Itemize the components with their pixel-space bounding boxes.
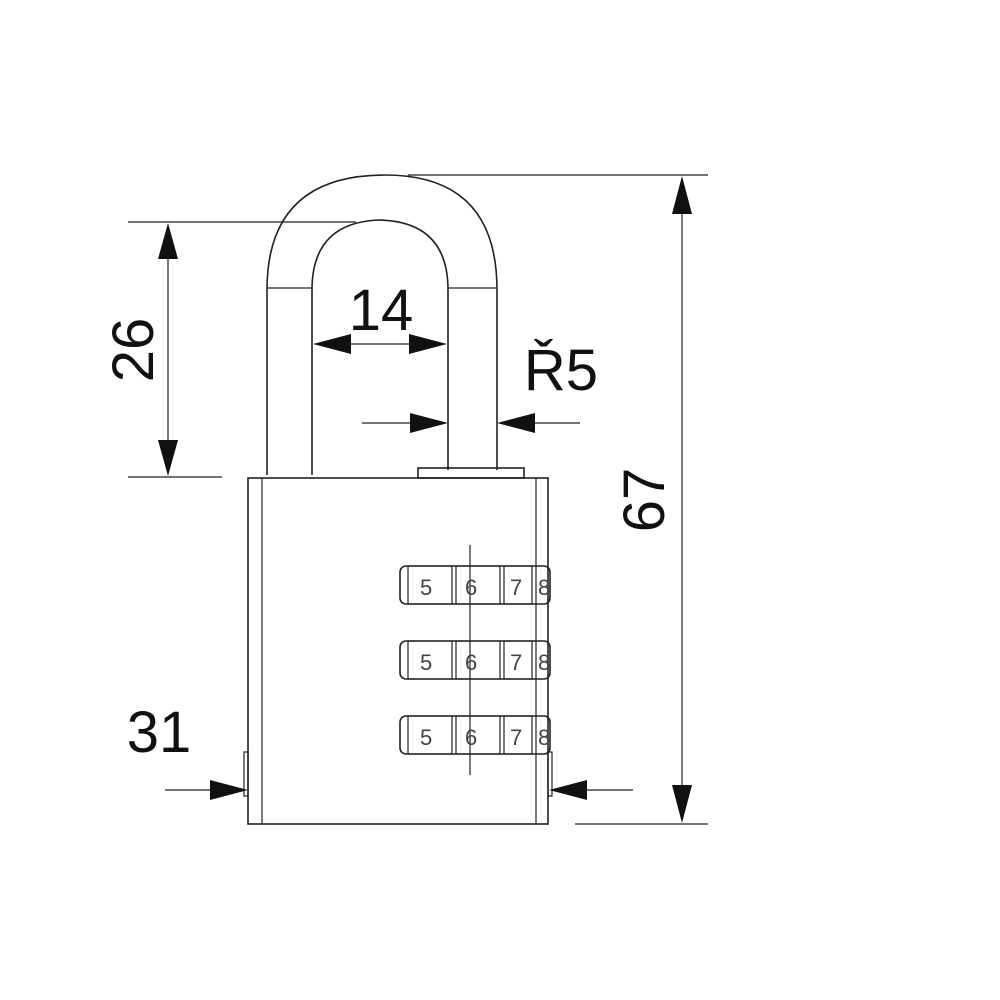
shackle-radius-label: Ř5 [524, 338, 598, 403]
dial-digit: 8 [538, 650, 550, 675]
dial-digit: 5 [420, 725, 432, 750]
dial-digit: 6 [465, 650, 477, 675]
dial-row-2[interactable]: 5 6 7 8 [399, 640, 551, 680]
dial-row-1[interactable]: 5 6 7 8 [399, 565, 551, 605]
inner-width-label: 14 [349, 278, 414, 343]
dimension-body-width: 31 [127, 700, 633, 800]
dimension-inner-width: 14 [313, 278, 447, 354]
dial-digit: 5 [420, 650, 432, 675]
lock-body [243, 467, 553, 825]
dial-digit: 6 [465, 575, 477, 600]
shackle-height-label: 26 [101, 318, 166, 383]
dial-digit: 7 [510, 725, 522, 750]
dial-digit: 7 [510, 650, 522, 675]
shackle [266, 174, 498, 475]
dimension-total-height: 67 [408, 174, 708, 825]
dimension-shackle-height: 26 [101, 221, 356, 478]
dial-digit: 8 [538, 575, 550, 600]
dimension-shackle-thickness: Ř5 [362, 338, 598, 433]
total-height-label: 67 [612, 468, 677, 533]
dial-digit: 5 [420, 575, 432, 600]
body-width-label: 31 [127, 700, 192, 765]
dial-digit: 8 [538, 725, 550, 750]
dial-row-3[interactable]: 5 6 7 8 [399, 715, 551, 755]
dial-digit: 6 [465, 725, 477, 750]
dial-digit: 7 [510, 575, 522, 600]
